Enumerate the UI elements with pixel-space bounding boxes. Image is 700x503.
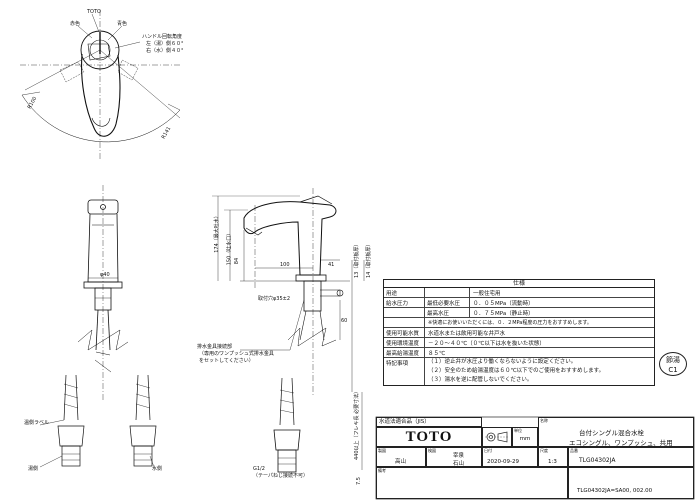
checked-caption: 検図	[428, 448, 436, 453]
spec-note: （２）安全のため給湯温度は６０℃以下でのご使用をおすすめします。	[428, 368, 605, 374]
drawn-cell: 製図 高山	[376, 447, 426, 467]
dim-41: 41	[328, 262, 335, 268]
part-number: TLG04302JA	[579, 457, 616, 464]
projection-symbol-icon	[485, 431, 509, 443]
product-subtitle: エコシングル、ワンプッシュ、共用	[569, 439, 673, 447]
brand-cell: TOTO	[376, 427, 482, 447]
date-value: 2020-09-29	[487, 459, 519, 465]
spec-row: 用途 一般住宅用	[384, 288, 654, 298]
spec-key: 使用環境温度	[384, 338, 425, 347]
spec-row: 給水圧力 最低必要水圧 ０．０５MPa（流動時）	[384, 298, 654, 308]
brand-logo: TOTO	[405, 429, 453, 445]
spec-row: 最高水圧 ０．７５MPa（静止時）	[384, 308, 654, 318]
spec-value: ０．０５MPa（流動時）	[473, 300, 534, 307]
spec-sub	[425, 288, 470, 297]
brand-small-label: TOTO	[87, 9, 101, 15]
scale-caption: 尺度	[540, 448, 548, 453]
name-caption: 名称	[540, 418, 548, 423]
spec-row: ※快適にお使いいただくには、０．２MPa程度の圧力をおすすめします。	[384, 318, 654, 328]
top-view	[20, 10, 181, 160]
spec-notes-row: 特記事項 （１）逆止弁が水圧より働くならないように設定ください。 （２）安全のた…	[384, 358, 654, 385]
dim-total-height: 174（最大吐水）	[213, 213, 220, 253]
spec-note: （１）逆止弁が水圧より働くならないように設定ください。	[428, 359, 577, 365]
date-cell: 日付 2020-09-29	[482, 447, 538, 467]
checked-cell: 検図 宰泉 石山	[426, 447, 482, 467]
title-block: 水道法適合品（JIS） TOTO 単位 mm 名称 台付シングル混合水栓 エコシ…	[376, 417, 694, 499]
remarks-caption: 備考	[378, 468, 386, 473]
drawing-number: TLG04302JA=SA00, 002.00	[577, 488, 653, 494]
spec-value: 一般住宅用	[473, 290, 501, 297]
mount-hole-label: 取付穴φ35±2	[258, 296, 291, 302]
hot-side-label: 湯側	[28, 466, 39, 472]
handle-rotation-title: ハンドル回転角度	[142, 34, 183, 40]
spec-key: 給水圧力	[384, 298, 425, 307]
spec-notes: （１）逆止弁が水圧より働くならないように設定ください。 （２）安全のため給湯温度…	[425, 358, 654, 385]
spec-key	[384, 318, 425, 327]
front-view	[77, 185, 129, 400]
spec-title: 仕様	[384, 280, 654, 288]
dim-14: 14（取付板厚）	[366, 241, 372, 278]
scale-cell: 尺度 1:3	[538, 447, 568, 467]
handle-left-angle: 左（湯）側６０°	[146, 41, 184, 47]
hose-details	[39, 374, 157, 468]
handle-right-angle: 右（水）側４０°	[146, 48, 184, 54]
unit-value: mm	[519, 436, 531, 442]
drawing-number-cell: TLG04302JA=SA00, 002.00	[568, 467, 694, 499]
spec-value: ８５℃	[428, 350, 446, 357]
drain-label-3: をセットしてください）	[199, 358, 254, 364]
spec-row: 使用可能水質 水道水または飲用可能な井戸水	[384, 328, 654, 338]
spec-sub: 最高水圧	[425, 308, 470, 317]
hose-length-dim: 440以上（フレキ長 必要寸法）	[354, 388, 360, 460]
spec-value: 水道水または飲用可能な井戸水	[428, 330, 506, 337]
water-saving-stamp: 節湯 C1	[659, 352, 687, 376]
jis-label: 水道法適合品（JIS）	[376, 417, 482, 427]
spec-row: 最高給湯温度 ８５℃	[384, 348, 654, 358]
dim-reach: 100	[280, 262, 290, 268]
hot-label-tag: 温側ラベル	[24, 420, 50, 426]
red-label: 赤色	[70, 21, 81, 27]
blue-label: 青色	[117, 21, 128, 27]
front-dim-width: φ40	[100, 272, 110, 278]
drain-label-2: （専用のワンプッシュ式排水金具	[199, 351, 274, 357]
checked-by-1: 宰泉	[453, 453, 465, 459]
unit-cell: 単位 mm	[512, 427, 538, 447]
product-name: 台付シングル混合水栓	[579, 429, 644, 437]
scale-value: 1:3	[548, 459, 557, 465]
spec-key: 使用可能水質	[384, 328, 425, 337]
cold-side-label: 水側	[152, 466, 163, 472]
spec-table: 仕様 用途 一般住宅用 給水圧力 最低必要水圧 ０．０５MPa（流動時） 最高水…	[383, 279, 655, 386]
dim-60: 60	[341, 318, 348, 324]
spec-key: 特記事項	[384, 358, 425, 385]
pipe-note: （テーパねじ接続不可）	[253, 473, 308, 479]
spec-note: （３）湯水を逆に配管しないでください。	[428, 377, 533, 383]
dim-spout-height: 84	[234, 257, 241, 265]
spec-sub: 最低必要水圧	[425, 298, 470, 307]
drawn-by: 高山	[395, 459, 407, 465]
spec-key	[384, 308, 425, 317]
pipe-size: G1/2	[253, 466, 265, 472]
drain-label-1: 排水金具接続部	[197, 344, 233, 350]
dim-mid-height: 150（吐水口）	[226, 230, 233, 266]
remarks-cell: 備考	[376, 467, 568, 499]
drawn-caption: 製図	[378, 448, 386, 453]
stamp-line-1: 節湯	[666, 356, 680, 364]
spec-row: 使用環境温度 －２０～４０℃（０℃以下は水を抜いた状態）	[384, 338, 654, 348]
spec-value: －２０～４０℃（０℃以下は水を抜いた状態）	[428, 340, 545, 347]
part-cell: 品番 TLG04302JA	[568, 447, 694, 467]
spec-value: ０．７５MPa（静止時）	[473, 310, 534, 317]
dim-bottom: 7.5	[356, 477, 362, 485]
spec-key: 用途	[384, 288, 425, 297]
part-caption: 品番	[570, 448, 578, 453]
unit-caption: 単位	[514, 428, 522, 433]
spec-key: 最高給湯温度	[384, 348, 425, 357]
spec-value: ※快適にお使いいただくには、０．２MPa程度の圧力をおすすめします。	[428, 320, 592, 326]
checked-by-2: 石山	[453, 461, 465, 467]
stamp-line-2: C1	[668, 366, 678, 374]
product-name-cell: 名称 台付シングル混合水栓 エコシングル、ワンプッシュ、共用	[538, 417, 694, 447]
side-view	[212, 188, 365, 473]
projection-symbol-cell	[482, 427, 512, 447]
dim-13: 13（取付板厚）	[354, 241, 360, 278]
date-caption: 日付	[484, 448, 492, 453]
